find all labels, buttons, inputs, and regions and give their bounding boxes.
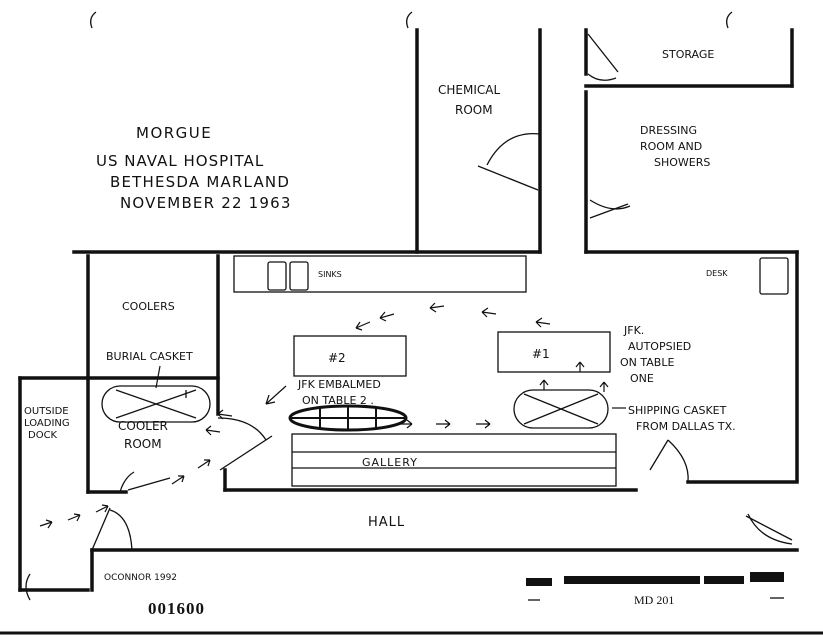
burial-casket-arrow — [155, 365, 161, 389]
title-block: MORGUE US NAVAL HOSPITAL BETHESDA MARLAN… — [96, 124, 292, 212]
gallery — [291, 433, 617, 487]
jfk-autopsied-label-2: AUTOPSIED — [628, 340, 691, 353]
title-line-4: NOVEMBER 22 1963 — [120, 194, 292, 212]
jfk-autopsied-label-3: ON TABLE — [620, 356, 674, 369]
path-arrows — [39, 302, 609, 529]
cooler-room-label-2: ROOM — [124, 437, 162, 451]
author-signature: OCONNOR 1992 — [104, 573, 177, 583]
storage-label: STORAGE — [662, 48, 714, 61]
dressing-room-label: DRESSING — [640, 124, 697, 137]
dressing-room-label-2: ROOM AND — [640, 140, 702, 153]
jfk-embalmed-arrow — [265, 385, 287, 405]
shipping-casket-label-2: FROM DALLAS TX. — [636, 420, 736, 433]
scan-mark — [726, 11, 733, 29]
loading-dock-label-2: LOADING — [24, 418, 70, 429]
chemical-room-label-2: ROOM — [455, 103, 493, 117]
md-number: MD 201 — [634, 593, 674, 607]
shipping-casket — [513, 389, 609, 429]
title-line-2: US NAVAL HOSPITAL — [96, 152, 264, 170]
sink-counter — [233, 255, 527, 293]
coolers-label: COOLERS — [122, 300, 175, 313]
chemical-room-label: CHEMICAL — [438, 83, 500, 97]
shipping-casket-label: SHIPPING CASKET — [628, 404, 727, 417]
gallery-label: GALLERY — [362, 456, 418, 469]
table-2-label: #2 — [328, 351, 346, 365]
loading-dock-label-3: DOCK — [28, 430, 58, 441]
sink-basin — [289, 261, 309, 291]
jfk-autopsied-label: JFK. — [623, 324, 644, 337]
document-number: 001600 — [148, 599, 205, 618]
dressing-room-label-3: SHOWERS — [654, 156, 710, 169]
burial-casket-label: BURIAL CASKET — [106, 350, 193, 363]
sink-basin — [267, 261, 287, 291]
burial-casket — [101, 385, 211, 423]
scale-bar — [526, 572, 784, 601]
door-swings — [25, 33, 793, 601]
desk-label: DESK — [706, 269, 728, 278]
jfk-embalmed-arrowhead — [265, 394, 276, 405]
title-line-3: BETHESDA MARLAND — [110, 173, 290, 191]
scan-mark — [406, 11, 413, 29]
table-1-label: #1 — [532, 347, 550, 361]
table-1 — [497, 331, 611, 373]
jfk-embalmed-label-2: ON TABLE 2 . — [302, 394, 374, 407]
hall-label: HALL — [368, 515, 405, 530]
loading-dock-label: OUTSIDE — [24, 406, 69, 417]
table-2 — [293, 335, 407, 377]
scan-mark — [90, 11, 97, 29]
jfk-autopsied-label-4: ONE — [630, 372, 654, 385]
desk — [759, 257, 789, 295]
cooler-room-label: COOLER — [118, 419, 168, 433]
sinks-label: SINKS — [318, 270, 342, 279]
embalming-table-oval — [288, 404, 408, 432]
walls — [18, 28, 799, 592]
jfk-embalmed-label: JFK EMBALMED — [297, 378, 381, 391]
title-line-1: MORGUE — [136, 124, 212, 142]
